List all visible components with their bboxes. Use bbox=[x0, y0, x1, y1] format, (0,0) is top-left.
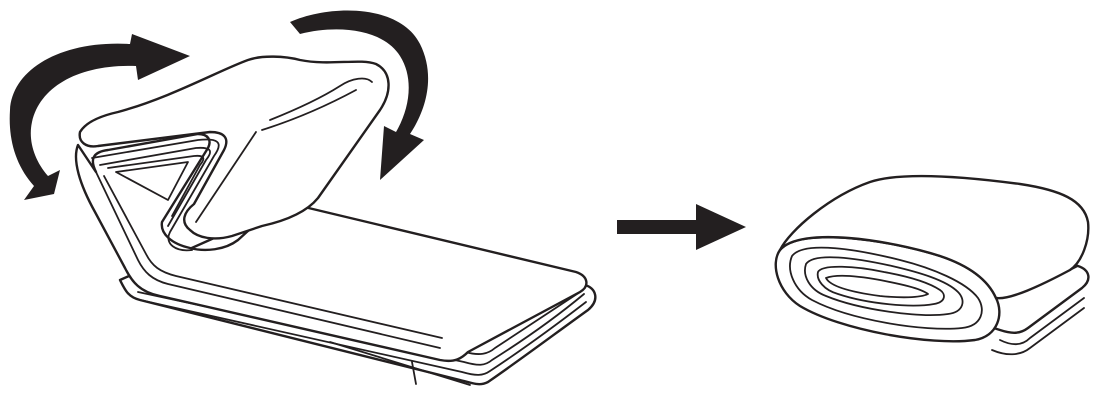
arrow-right-icon bbox=[617, 204, 746, 250]
folded-towel-icon bbox=[776, 176, 1089, 354]
towel-folding-over-icon bbox=[10, 10, 596, 385]
